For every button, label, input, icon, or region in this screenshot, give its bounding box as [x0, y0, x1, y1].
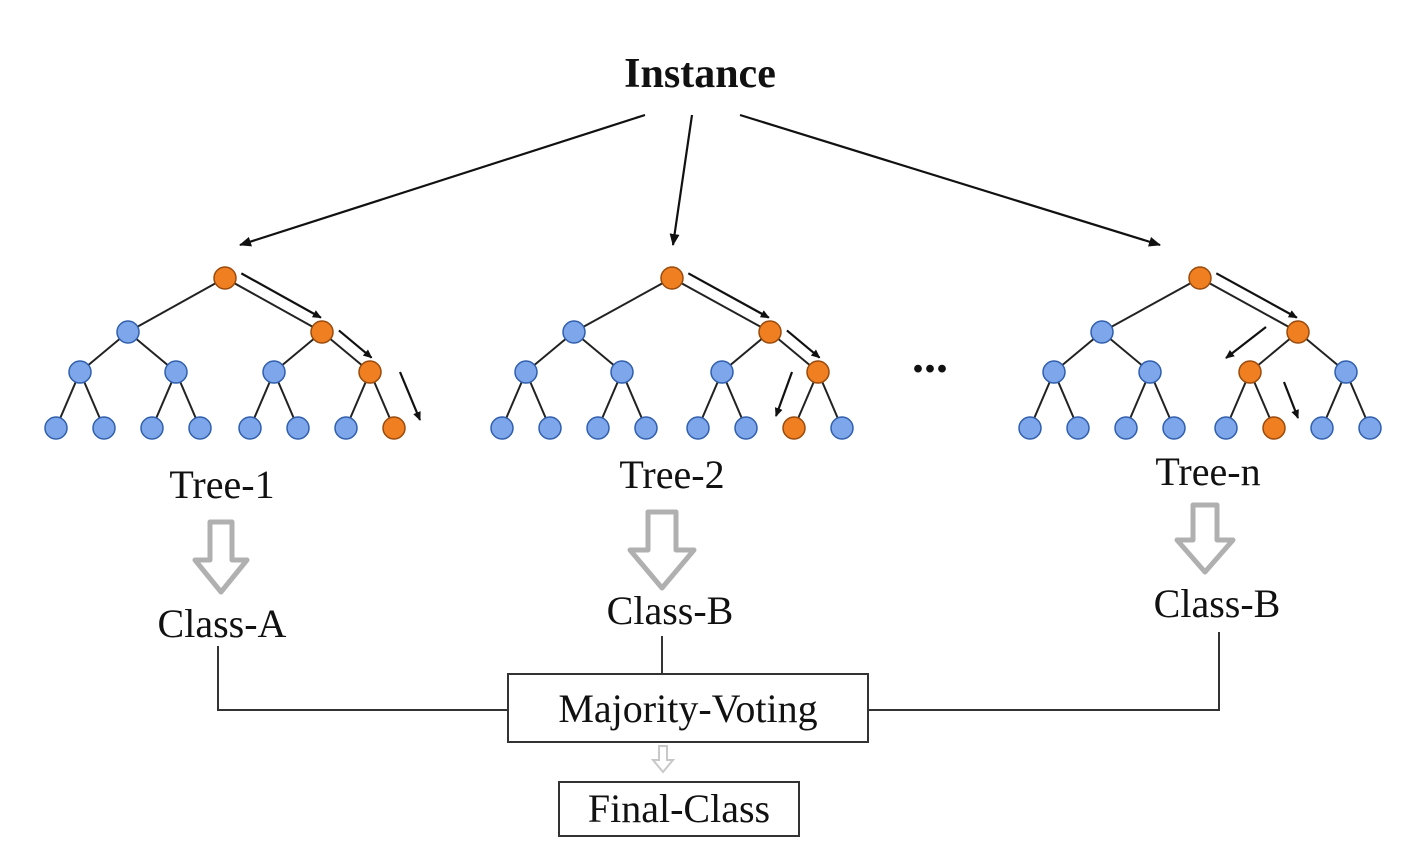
tree-edge — [671, 277, 771, 333]
tree-node — [538, 416, 562, 440]
tree-1-label: Tree-1 — [169, 462, 274, 507]
tree-node — [1090, 320, 1114, 344]
tree-node — [238, 416, 262, 440]
tree-edge — [224, 277, 323, 333]
tree-node — [92, 416, 116, 440]
path-arrow — [687, 272, 770, 319]
path-arrow — [1225, 326, 1267, 359]
tree-node — [1162, 416, 1186, 440]
path-arrow — [786, 329, 821, 359]
tree-node-path — [1238, 360, 1262, 384]
tree-node-path — [310, 320, 334, 344]
tree-2 — [490, 266, 854, 440]
tree-node — [1310, 416, 1334, 440]
tree-node-path — [758, 320, 782, 344]
tree-node — [1018, 416, 1042, 440]
tree-edge — [1101, 277, 1201, 333]
tree-node-path — [1188, 266, 1212, 290]
tree-node — [116, 320, 140, 344]
majority-voting-box — [507, 673, 869, 743]
tree-node — [262, 360, 286, 384]
path-arrow — [338, 329, 373, 359]
final-class-label: Final-Class — [588, 786, 770, 831]
tree-node — [164, 360, 188, 384]
final-class-box — [558, 781, 800, 837]
ellipsis: ... — [912, 330, 948, 383]
tree-node — [490, 416, 514, 440]
instance-arrow-tree-1 — [239, 113, 646, 247]
tree-node-path — [660, 266, 684, 290]
tree-n-label: Tree-n — [1155, 449, 1260, 494]
tree-node — [1066, 416, 1090, 440]
down-arrow-icon — [192, 519, 250, 595]
tree-node — [610, 360, 634, 384]
tree-node — [1114, 416, 1138, 440]
path-arrow — [240, 272, 322, 319]
tree-node — [1138, 360, 1162, 384]
tree-2-label: Tree-2 — [619, 452, 724, 497]
majority-voting-label: Majority-Voting — [558, 686, 817, 731]
tree-1-class-label: Class-A — [158, 601, 287, 646]
tree-node — [686, 416, 710, 440]
path-arrow — [398, 371, 422, 421]
tree-node — [286, 416, 310, 440]
down-arrow-small-icon — [650, 745, 676, 774]
tree-node-path — [782, 416, 806, 440]
tree-edge — [127, 277, 226, 333]
tree-node — [1334, 360, 1358, 384]
tree-node — [140, 416, 164, 440]
down-arrow-icon — [627, 509, 697, 591]
connector-tree-n — [868, 632, 1220, 711]
tree-2-class-label: Class-B — [607, 588, 734, 633]
tree-node — [562, 320, 586, 344]
tree-node — [1214, 416, 1238, 440]
path-arrow — [1282, 381, 1300, 419]
tree-node-path — [382, 416, 406, 440]
tree-node — [1358, 416, 1382, 440]
down-arrow-icon — [1174, 502, 1236, 575]
tree-node — [634, 416, 658, 440]
instance-arrow-tree-n — [739, 113, 1161, 247]
tree-node — [188, 416, 212, 440]
tree-node — [710, 360, 734, 384]
tree-node-path — [1262, 416, 1286, 440]
tree-node — [68, 360, 92, 384]
tree-node-path — [1286, 320, 1310, 344]
tree-edge — [1199, 277, 1299, 333]
tree-edge — [573, 277, 673, 333]
instance-arrow-tree-2 — [669, 114, 694, 246]
tree-node-path — [358, 360, 382, 384]
tree-node — [44, 416, 68, 440]
tree-n — [1018, 266, 1382, 440]
tree-node — [1042, 360, 1066, 384]
tree-node — [334, 416, 358, 440]
tree-1 — [44, 266, 422, 440]
tree-node — [514, 360, 538, 384]
tree-node-path — [213, 266, 237, 290]
connector-tree-1 — [217, 646, 508, 711]
tree-node-path — [806, 360, 830, 384]
path-arrow — [774, 371, 794, 417]
tree-node — [830, 416, 854, 440]
tree-n-class-label: Class-B — [1154, 581, 1281, 626]
tree-node — [586, 416, 610, 440]
instance-title: Instance — [624, 51, 776, 97]
path-arrow — [1215, 272, 1298, 319]
tree-node — [734, 416, 758, 440]
